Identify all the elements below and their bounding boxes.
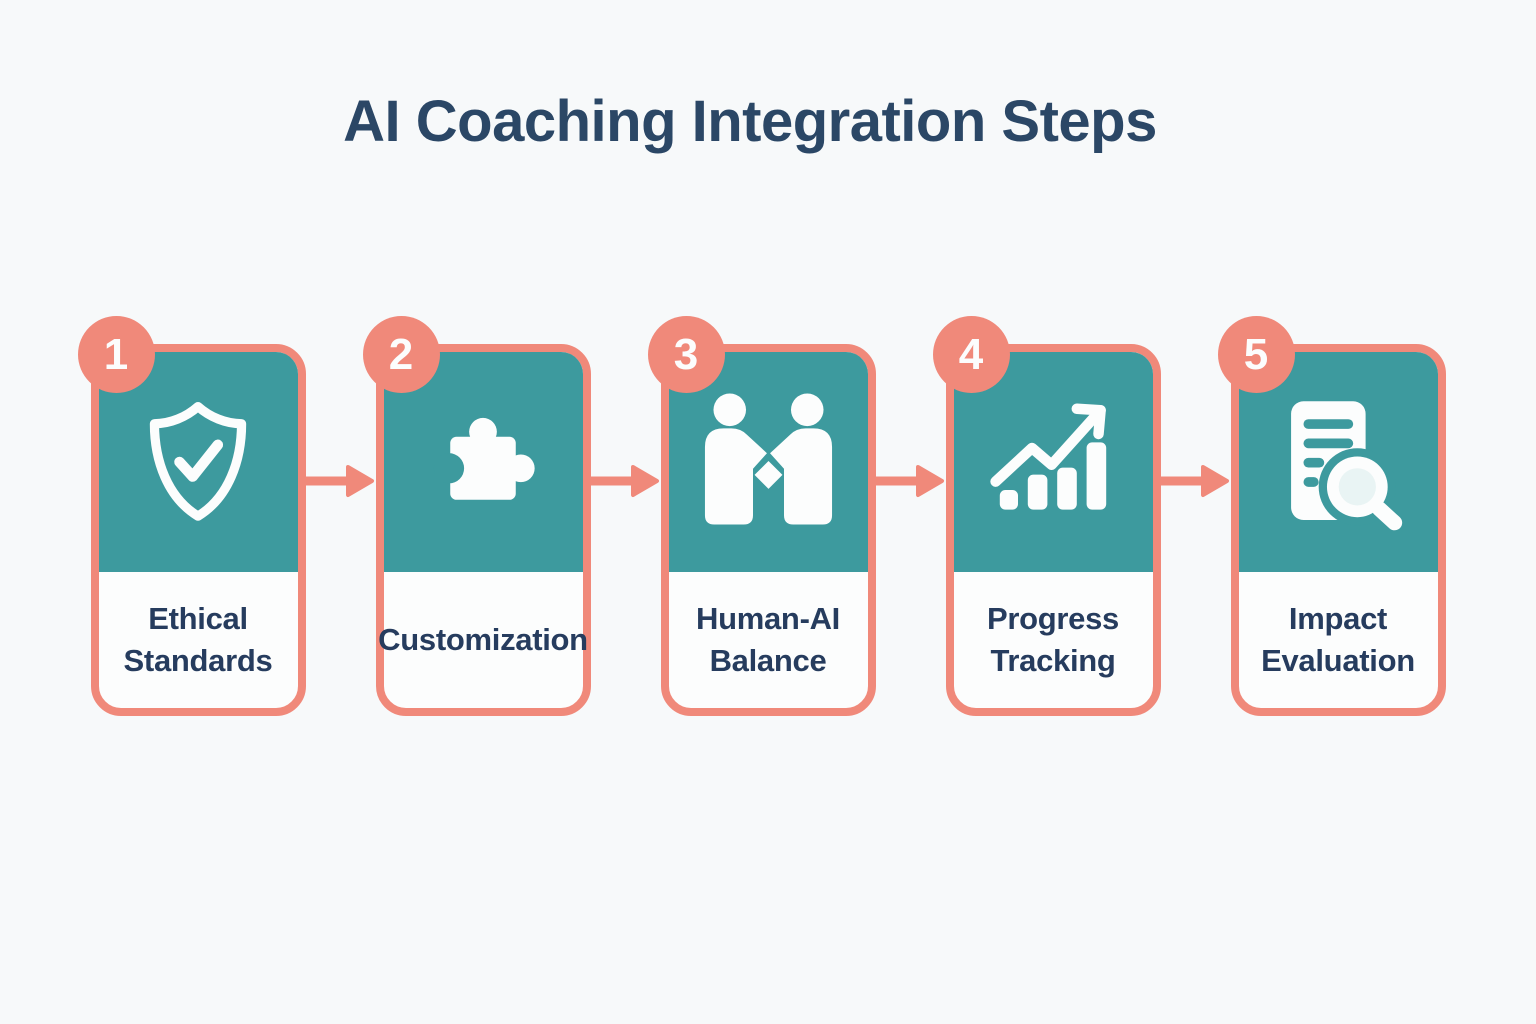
step-number-5: 5 xyxy=(1243,329,1269,379)
step-label-4: Progress Tracking xyxy=(987,601,1119,678)
step-label-area-5: Impact Evaluation xyxy=(1239,572,1438,708)
step-number-4: 4 xyxy=(958,329,984,379)
step-number-3: 3 xyxy=(673,329,699,379)
connector-4 xyxy=(1160,461,1231,501)
connector-1 xyxy=(305,461,376,501)
step-label-3: Human-AI Balance xyxy=(696,601,840,678)
step-number-badge-5: 5 xyxy=(1217,316,1295,393)
step-number-2: 2 xyxy=(388,329,414,379)
puzzle-piece-icon xyxy=(433,417,535,500)
step-label-1: Ethical Standards xyxy=(123,601,273,678)
step-number-badge-1: 1 xyxy=(77,316,155,393)
page-title: AI Coaching Integration Steps xyxy=(343,89,1157,154)
step-card-3: 3 Human-AI Balance xyxy=(647,316,876,716)
steps-row: 1 Ethical Standards 2 xyxy=(0,316,1536,716)
step-label-area-3: Human-AI Balance xyxy=(669,572,868,708)
step-number-badge-3: 3 xyxy=(647,316,725,393)
arrow-right-icon xyxy=(590,465,659,497)
arrow-right-icon xyxy=(305,465,374,497)
arrow-right-icon xyxy=(875,465,944,497)
step-label-area-4: Progress Tracking xyxy=(954,572,1153,708)
step-number-badge-2: 2 xyxy=(362,316,440,393)
step-label-5: Impact Evaluation xyxy=(1261,601,1415,678)
connector-2 xyxy=(590,461,661,501)
shield-check-icon xyxy=(149,401,247,521)
arrow-right-icon xyxy=(1160,465,1229,497)
document-magnifier-icon xyxy=(1291,401,1403,531)
step-label-2: Customization xyxy=(378,622,588,658)
step-number-1: 1 xyxy=(103,329,129,379)
growth-chart-icon xyxy=(990,403,1107,510)
step-number-badge-4: 4 xyxy=(932,316,1010,393)
step-card-4: 4 Progress Tracking xyxy=(932,316,1161,716)
step-card-5: 5 Impact Evaluation xyxy=(1217,316,1446,716)
step-label-area-1: Ethical Standards xyxy=(99,572,298,708)
step-card-1: 1 Ethical Standards xyxy=(77,316,306,716)
step-card-2: 2 Customization xyxy=(362,316,591,716)
connector-3 xyxy=(875,461,946,501)
step-label-area-2: Customization xyxy=(378,572,588,708)
handshake-people-icon xyxy=(704,393,832,524)
